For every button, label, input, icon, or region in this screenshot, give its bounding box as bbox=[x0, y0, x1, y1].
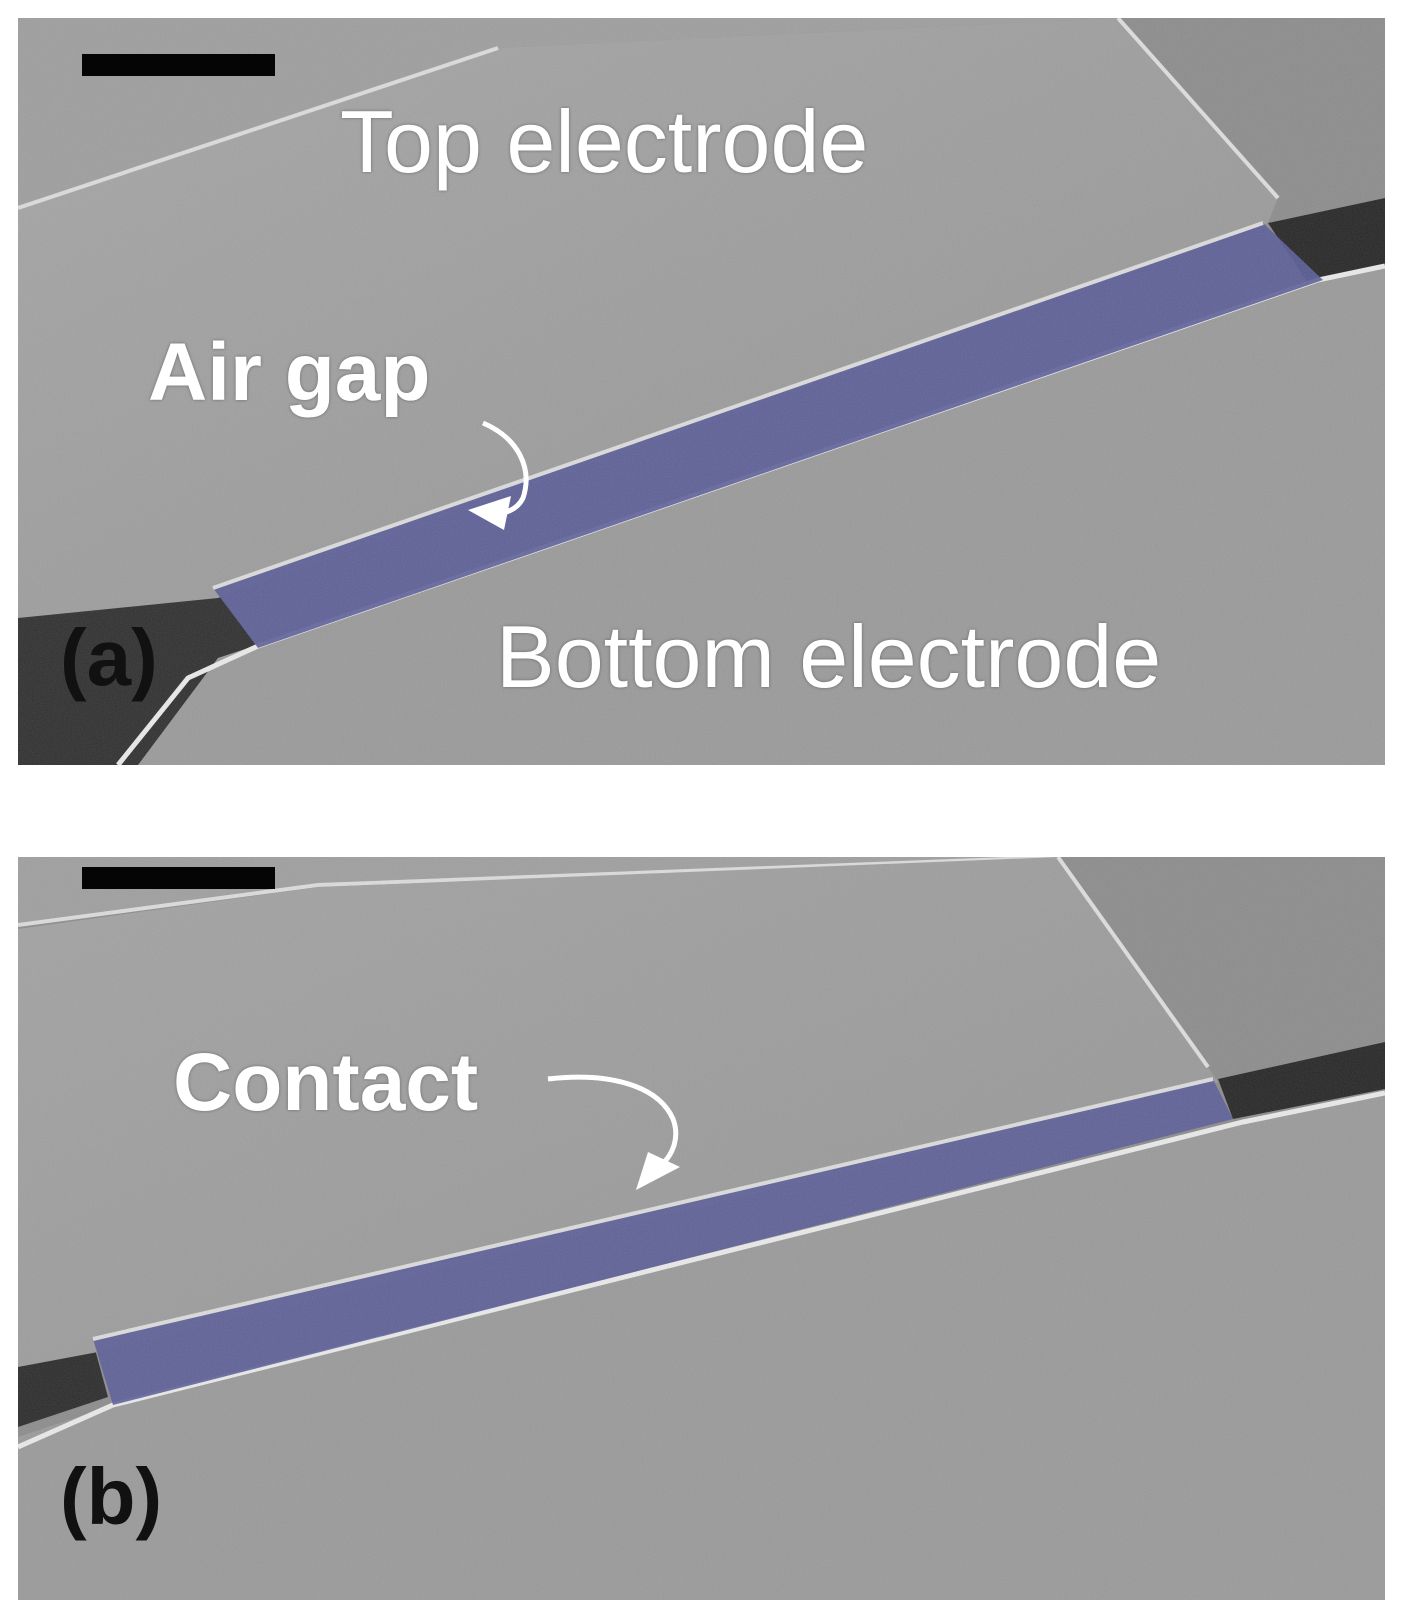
top-electrode-label: Top electrode bbox=[340, 92, 869, 191]
scale-bar bbox=[82, 867, 275, 889]
bottom-electrode-label: Bottom electrode bbox=[496, 607, 1162, 706]
panel-label-a: (a) bbox=[60, 613, 158, 702]
air-gap-arrow bbox=[481, 420, 529, 517]
sem-grain bbox=[18, 18, 1385, 765]
contact-arrowhead bbox=[636, 1152, 680, 1190]
panel-label-b: (b) bbox=[60, 1452, 163, 1541]
contact-arrow bbox=[547, 1074, 679, 1170]
contact-label: Contact bbox=[173, 1037, 479, 1128]
sem-panel-a: Top electrode Air gap Bottom electrode (… bbox=[18, 18, 1385, 765]
air-gap-label: Air gap bbox=[148, 327, 431, 418]
scale-bar bbox=[82, 54, 275, 76]
sem-panel-b: Contact (b) bbox=[18, 857, 1385, 1600]
air-gap-arrowhead bbox=[468, 496, 511, 530]
sem-image-b bbox=[18, 857, 1385, 1600]
sem-image-a bbox=[18, 18, 1385, 765]
sem-grain bbox=[18, 857, 1385, 1600]
